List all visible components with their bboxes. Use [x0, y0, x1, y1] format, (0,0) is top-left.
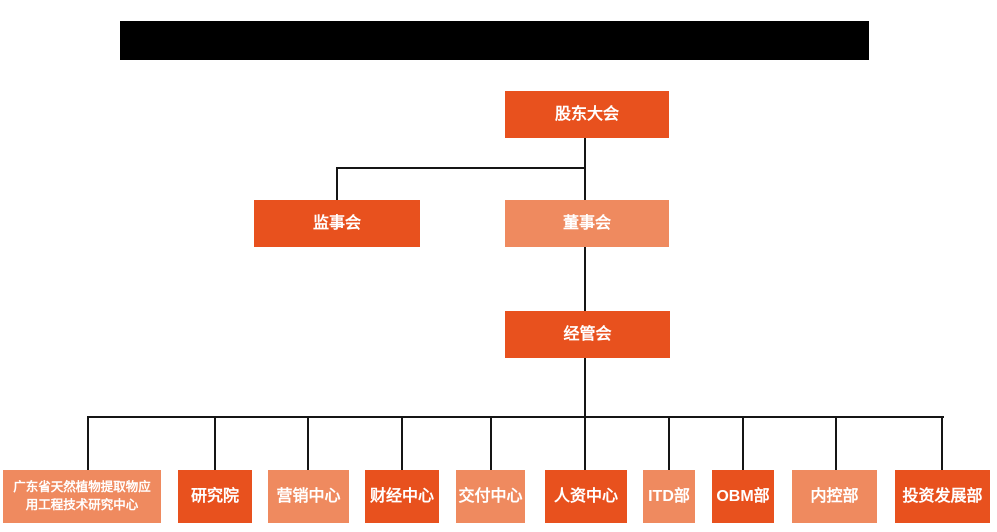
connector-drop-2: [214, 416, 216, 470]
connector-drop-1: [87, 416, 89, 470]
node-label: 研究院: [190, 487, 239, 505]
redacted-title-bar: [120, 21, 869, 60]
connector-drop-4: [401, 416, 403, 470]
org-node-management-committee: 经管会: [505, 311, 670, 358]
connector-management-to-bus: [584, 358, 586, 418]
node-label: 监事会: [312, 214, 361, 232]
connector-to-supervisory: [336, 167, 338, 201]
node-label: OBM部: [716, 487, 770, 505]
node-label: 人资中心: [553, 487, 618, 505]
org-node-supervisory-board: 监事会: [254, 200, 420, 247]
org-node-finance-center: 财经中心: [365, 470, 439, 523]
connector-shareholders-to-board: [584, 138, 586, 202]
connector-drop-8: [742, 416, 744, 470]
connector-bus-horizontal: [87, 416, 944, 418]
node-label: 广东省天然植物提取物应用工程技术研究中心: [13, 480, 151, 512]
node-label: 财经中心: [369, 487, 434, 505]
org-node-delivery-center: 交付中心: [456, 470, 525, 523]
org-node-guangdong-research-center: 广东省天然植物提取物应用工程技术研究中心: [3, 470, 161, 523]
org-node-hr-center: 人资中心: [545, 470, 627, 523]
node-label: 内控部: [810, 487, 859, 505]
org-node-internal-control-dept: 内控部: [792, 470, 877, 523]
connector-drop-3: [307, 416, 309, 470]
org-node-board-of-directors: 董事会: [505, 200, 669, 247]
org-node-obm-dept: OBM部: [712, 470, 774, 523]
connector-drop-9: [835, 416, 837, 470]
org-node-itd-dept: ITD部: [643, 470, 695, 523]
connector-drop-6: [584, 416, 586, 470]
org-node-research-institute: 研究院: [178, 470, 252, 523]
connector-drop-5: [490, 416, 492, 470]
node-label: ITD部: [648, 487, 690, 505]
node-label: 董事会: [562, 214, 611, 232]
org-node-shareholders-meeting: 股东大会: [505, 91, 669, 138]
connector-board-to-management: [584, 247, 586, 312]
node-label: 投资发展部: [902, 487, 983, 505]
node-label: 股东大会: [554, 105, 619, 123]
node-label: 交付中心: [458, 487, 523, 505]
org-node-investment-development-dept: 投资发展部: [895, 470, 990, 523]
connector-drop-7: [668, 416, 670, 470]
connector-branch-horizontal: [336, 167, 586, 169]
node-label: 营销中心: [276, 487, 341, 505]
connector-drop-10: [941, 416, 943, 470]
org-node-marketing-center: 营销中心: [268, 470, 349, 523]
node-label: 经管会: [563, 325, 612, 343]
